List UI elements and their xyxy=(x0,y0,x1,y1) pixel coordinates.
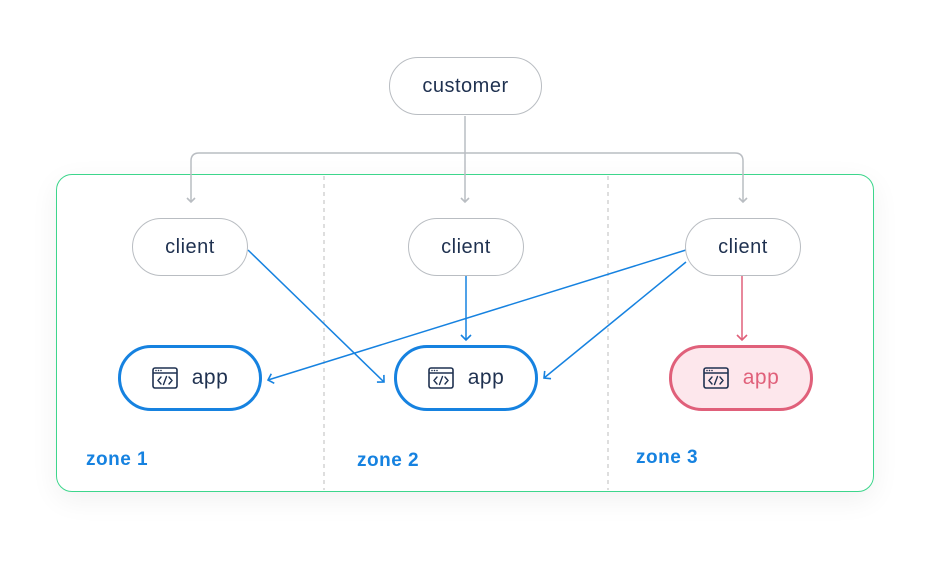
client-3-to-app-1-arrow xyxy=(266,249,687,384)
app-label: app xyxy=(191,366,229,389)
zone-label-2: zone 2 xyxy=(357,450,420,471)
client-label: client xyxy=(165,235,215,258)
code-window-icon xyxy=(151,367,178,389)
client-node-zone-3: client xyxy=(685,218,801,276)
zone-label-1: zone 1 xyxy=(86,449,149,470)
code-window-icon xyxy=(702,367,729,389)
client-1-to-app-2-arrow xyxy=(247,249,385,383)
code-window-icon xyxy=(427,367,454,389)
customer-label: customer xyxy=(422,74,509,97)
app-label: app xyxy=(467,366,505,389)
client-label: client xyxy=(718,235,768,258)
zone-label-3: zone 3 xyxy=(636,447,699,468)
client-label: client xyxy=(441,235,491,258)
client-node-zone-2: client xyxy=(408,218,524,276)
customer-to-client-1-connector xyxy=(186,152,465,204)
customer-node: customer xyxy=(389,57,542,115)
app-node-zone-3-failed: app xyxy=(669,345,813,411)
app-node-zone-1: app xyxy=(118,345,262,411)
customer-to-client-3-connector xyxy=(465,152,748,204)
app-label: app xyxy=(742,366,780,389)
app-node-zone-2: app xyxy=(394,345,538,411)
client-3-to-app-2-arrow xyxy=(543,261,687,380)
client-node-zone-1: client xyxy=(132,218,248,276)
